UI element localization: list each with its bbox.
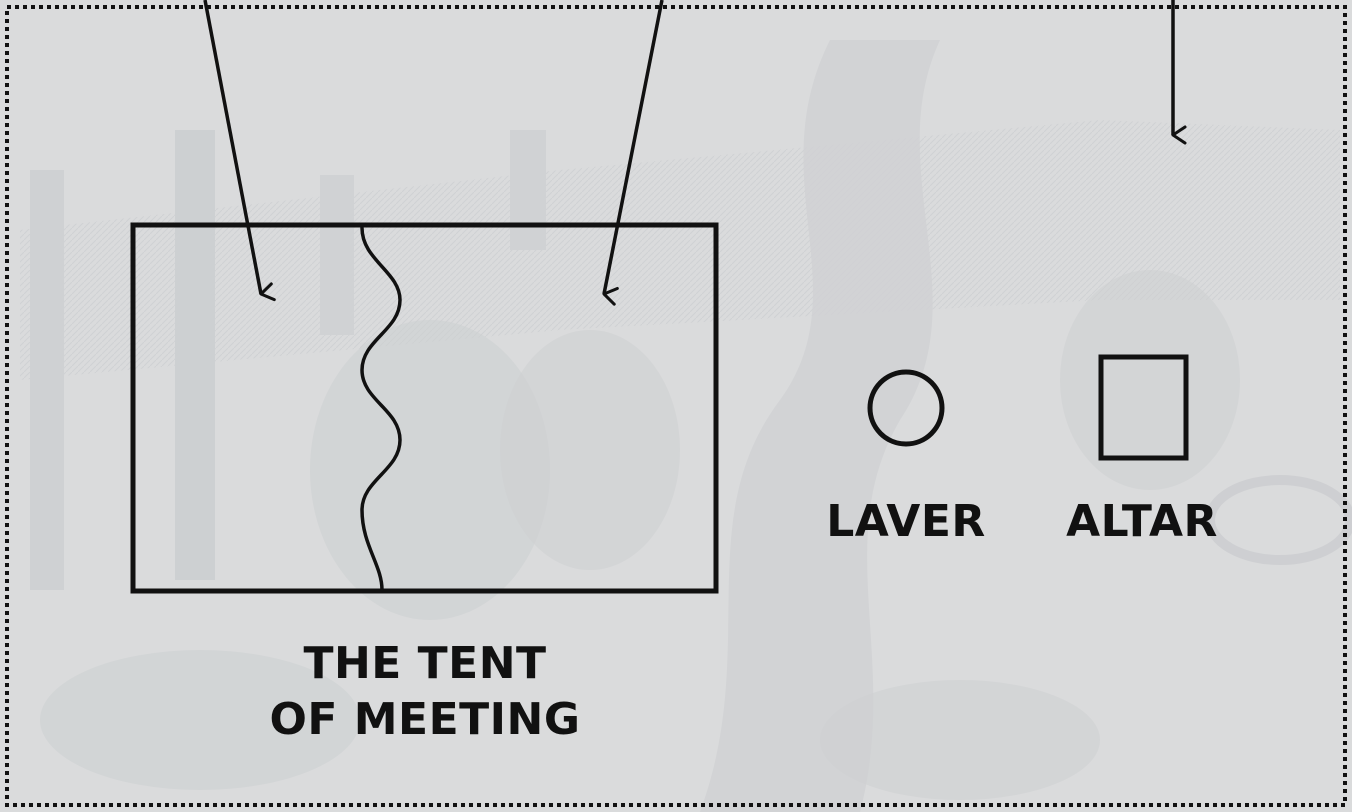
laver-label: LAVER: [826, 496, 986, 547]
tent-label-line-2: OF MEETING: [269, 694, 581, 745]
altar-label: ALTAR: [1066, 496, 1218, 547]
laver-circle: [867, 369, 945, 447]
altar-square: [1098, 354, 1189, 461]
tent-label-line-1: THE TENT: [303, 638, 547, 689]
arrow-holy-place: [602, 0, 664, 306]
arrow-holy-of-holies: [203, 0, 276, 302]
veil-curtain-line: [360, 226, 402, 592]
tent-of-meeting-outline: [130, 222, 719, 594]
dotted-border: [5, 5, 1347, 807]
tent-of-meeting-label: THE TENT OF MEETING: [250, 636, 600, 748]
